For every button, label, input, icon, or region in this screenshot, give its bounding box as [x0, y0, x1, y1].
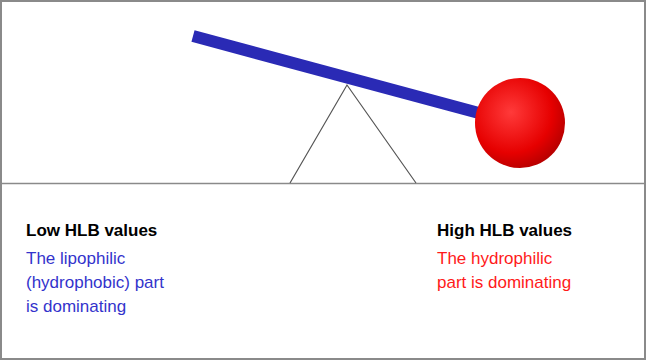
lipophilic-note: The lipophilic (hydrophobic) part is dom… — [26, 247, 176, 319]
fulcrum-triangle — [290, 85, 416, 183]
hydrophilic-head — [475, 78, 565, 168]
hydrophilic-note: The hydrophilic part is dominating — [437, 247, 585, 295]
low-hlb-heading: Low HLB values — [26, 219, 226, 243]
lipophilic-tail — [193, 36, 490, 116]
high-hlb-heading: High HLB values — [437, 219, 637, 243]
ground-line — [2, 183, 644, 185]
